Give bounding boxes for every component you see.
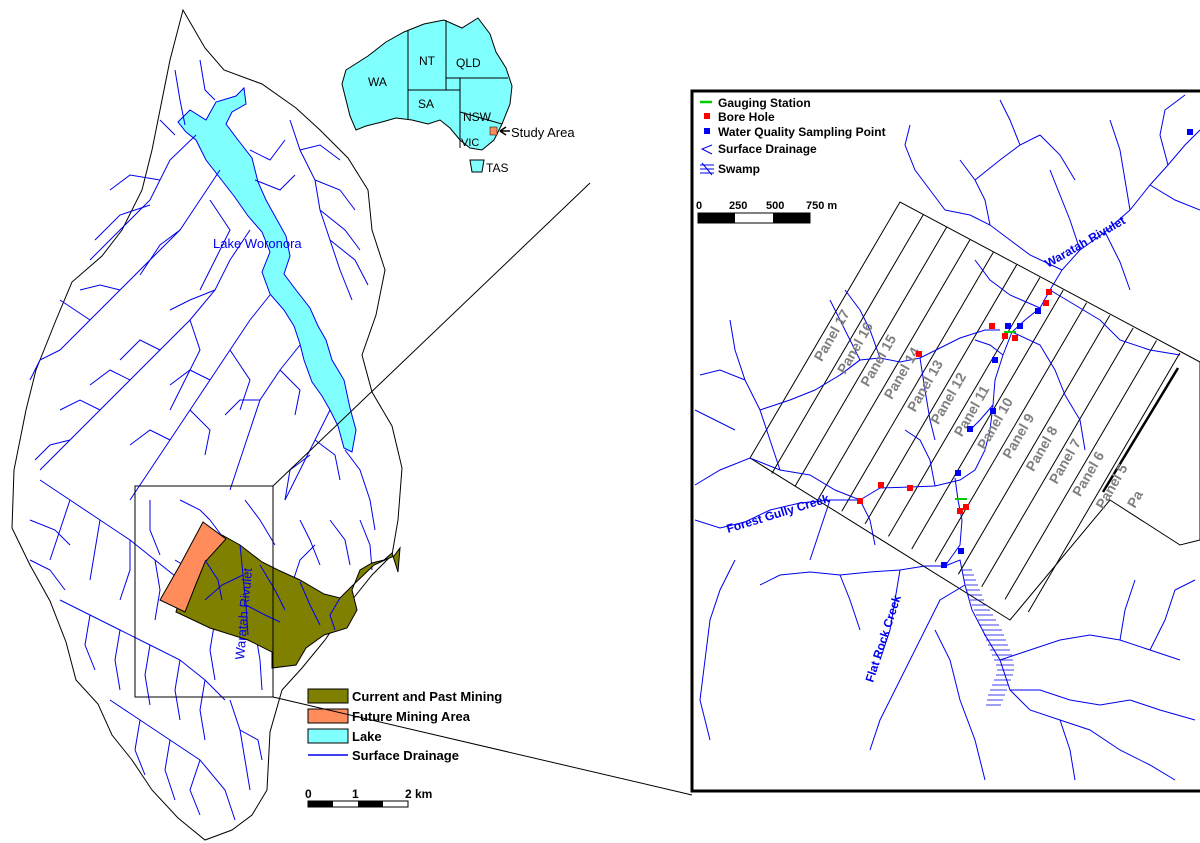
state-label-nsw: NSW <box>463 110 492 124</box>
panel-dividers <box>771 214 1181 613</box>
detail-map: Waratah Rivulet Forest Gully Creek Flat … <box>690 89 1200 793</box>
water-quality-point <box>992 357 998 363</box>
catchment-legend: Current and Past Mining Future Mining Ar… <box>307 688 502 763</box>
current-mining-area <box>175 534 401 669</box>
bore-hole <box>916 351 922 357</box>
water-quality-point <box>955 470 961 476</box>
swamp-area <box>962 569 1014 706</box>
scale-tick-1: 1 <box>352 787 359 801</box>
legend-label-drainage: Surface Drainage <box>352 748 459 763</box>
legend-symbol-water-quality <box>704 128 710 134</box>
panel-divider <box>1027 352 1181 613</box>
detail-map-frame <box>690 89 1200 793</box>
state-label-sa: SA <box>418 97 434 111</box>
future-mining-area <box>159 521 227 613</box>
study-area-marker <box>489 126 498 136</box>
catchment-map: Lake Woronora Waratah Rivulet Current an… <box>11 8 502 841</box>
australia-mainland <box>341 17 513 151</box>
connector-top <box>272 182 591 487</box>
bore-hole <box>878 482 884 488</box>
water-quality-point <box>958 548 964 554</box>
lake-woronora-label: Lake Woronora <box>213 236 302 251</box>
water-quality-point <box>1005 323 1011 329</box>
detail-scale-tick-0: 0 <box>696 200 702 212</box>
panel-divider <box>981 327 1134 588</box>
legend-swatch-future-mining <box>307 708 349 724</box>
lake-woronora <box>177 86 357 453</box>
scale-tick-0: 0 <box>305 787 312 801</box>
bore-hole <box>857 498 863 504</box>
legend-label-drainage-detail: Surface Drainage <box>718 142 817 156</box>
legend-label-bore-hole: Bore Hole <box>718 110 775 124</box>
legend-swatch-lake <box>307 728 349 744</box>
legend-label-gauging-station: Gauging Station <box>718 96 811 110</box>
water-quality-point <box>941 562 947 568</box>
panel-divider <box>864 264 1018 525</box>
legend-symbol-drainage <box>700 144 713 155</box>
panel-divider <box>1004 340 1157 600</box>
panel-divider <box>794 226 948 487</box>
bore-hole <box>1046 289 1052 295</box>
bore-hole <box>907 485 913 491</box>
panel-divider <box>818 239 971 499</box>
panel-divider <box>771 214 924 474</box>
study-area-label: Study Area <box>511 125 575 140</box>
state-label-qld: QLD <box>456 56 481 70</box>
panel-divider <box>887 277 1041 537</box>
mining-panels <box>749 201 1200 621</box>
legend-symbol-bore-hole <box>704 113 710 119</box>
panel-divider <box>841 252 994 512</box>
bore-hole <box>1012 335 1018 341</box>
bore-hole <box>957 508 963 514</box>
detail-scale-tick-750: 750 m <box>806 200 837 212</box>
legend-label-future-mining: Future Mining Area <box>352 709 471 724</box>
panel-divider <box>957 315 1111 575</box>
legend-label-water-quality: Water Quality Sampling Point <box>718 125 886 139</box>
state-label-wa: WA <box>368 75 387 89</box>
detail-legend: Gauging Station Bore Hole Water Quality … <box>700 96 886 176</box>
panel-divider <box>934 302 1087 562</box>
water-quality-point <box>1017 323 1023 329</box>
panel-block-boundary <box>1101 367 1180 493</box>
water-quality-point <box>990 408 996 414</box>
catchment-scale-bar: 0 1 2 km <box>305 787 432 808</box>
panel-label: Pa <box>1124 487 1147 510</box>
scale-tick-2: 2 km <box>405 787 432 801</box>
mining-area-drainage <box>204 544 341 636</box>
bore-hole <box>1002 333 1008 339</box>
connector-bottom <box>272 696 693 796</box>
state-label-nt: NT <box>419 54 436 68</box>
water-quality-point <box>1035 308 1041 314</box>
detail-drainage <box>694 94 1200 781</box>
legend-symbol-swamp <box>700 162 714 176</box>
bore-hole <box>1043 300 1049 306</box>
state-label-tas: TAS <box>486 161 508 175</box>
water-quality-point <box>1187 129 1193 135</box>
legend-label-lake: Lake <box>352 729 382 744</box>
bore-hole <box>989 323 995 329</box>
panel-divider <box>911 289 1064 550</box>
legend-swatch-current-mining <box>307 688 349 704</box>
monitoring-points <box>857 129 1193 568</box>
detail-scale-bar: 0 250 500 750 m <box>696 200 837 224</box>
state-label-vic: VIC <box>461 137 479 149</box>
bore-hole <box>963 504 969 510</box>
study-area-arrow <box>499 126 510 136</box>
detail-scale-tick-250: 250 <box>729 200 747 212</box>
study-area-frame <box>134 485 274 698</box>
legend-label-current-mining: Current and Past Mining <box>352 689 502 704</box>
tasmania <box>469 159 485 173</box>
legend-label-swamp: Swamp <box>718 162 760 176</box>
australia-inset: WA NT QLD SA NSW VIC TAS Study Area <box>341 17 575 175</box>
detail-scale-tick-500: 500 <box>766 200 784 212</box>
water-quality-point <box>967 426 973 432</box>
